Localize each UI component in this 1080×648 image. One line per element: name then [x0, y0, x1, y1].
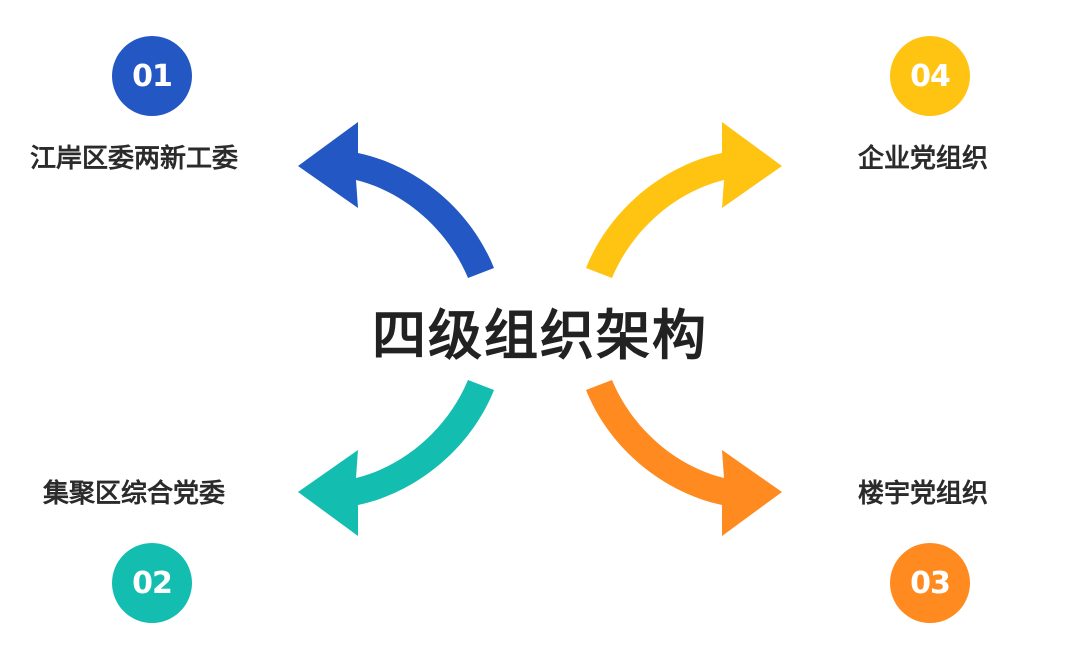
- arrow-02: [298, 380, 494, 536]
- badge-number-03: 03: [910, 565, 951, 601]
- arrow-03: [586, 380, 782, 536]
- label-01: 江岸区委两新工委: [30, 144, 239, 174]
- arrow-01: [298, 122, 494, 278]
- label-02: 集聚区综合党委: [43, 479, 226, 509]
- label-03: 楼宇党组织: [858, 479, 989, 509]
- badge-02: 02: [112, 543, 192, 623]
- badge-number-04: 04: [910, 58, 951, 94]
- badge-03: 03: [890, 543, 970, 623]
- badge-01: 01: [112, 36, 192, 116]
- center-title: 四级组织架构: [372, 303, 708, 367]
- badge-04: 04: [890, 36, 970, 116]
- label-04: 企业党组织: [858, 144, 989, 174]
- badge-number-02: 02: [132, 565, 173, 601]
- badge-number-01: 01: [132, 58, 173, 94]
- arrow-04: [586, 122, 782, 278]
